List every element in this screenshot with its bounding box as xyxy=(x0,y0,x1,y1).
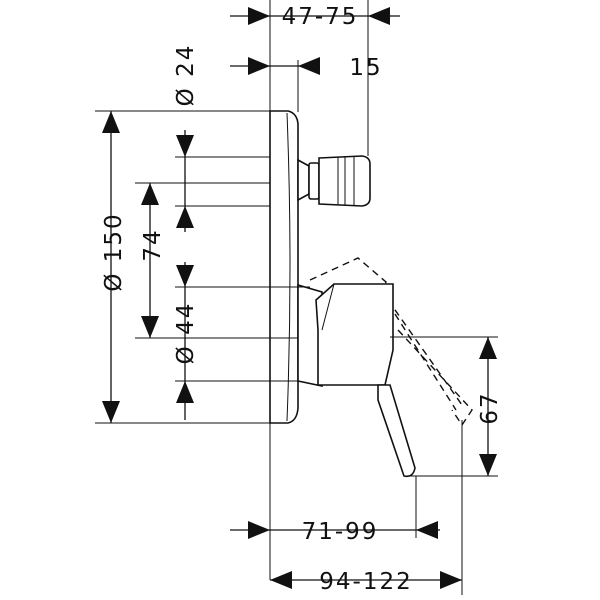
extension-lines xyxy=(95,0,498,595)
dim-center-spacing: 74 xyxy=(140,228,166,261)
mixer-product xyxy=(269,110,473,478)
dim-outlet-diameter: Ø 24 xyxy=(173,44,199,107)
diverter-knob xyxy=(297,155,371,207)
dim-overall-depth: 94-122 xyxy=(319,569,412,595)
dimension-lines xyxy=(102,7,497,589)
cover-plate xyxy=(269,110,299,424)
dim-top-depth: 47-75 xyxy=(282,4,359,30)
mixer-handle xyxy=(297,283,416,478)
dim-cartridge-diameter: Ø 44 xyxy=(173,302,199,365)
dim-lever-drop: 67 xyxy=(477,391,503,424)
dimension-labels: 47-75 15 Ø 24 Ø 150 74 Ø 44 67 71-99 94-… xyxy=(101,4,503,595)
dim-outlet-depth: 15 xyxy=(349,55,382,81)
dim-handle-projection: 71-99 xyxy=(302,519,379,545)
dim-plate-diameter: Ø 150 xyxy=(101,212,127,291)
